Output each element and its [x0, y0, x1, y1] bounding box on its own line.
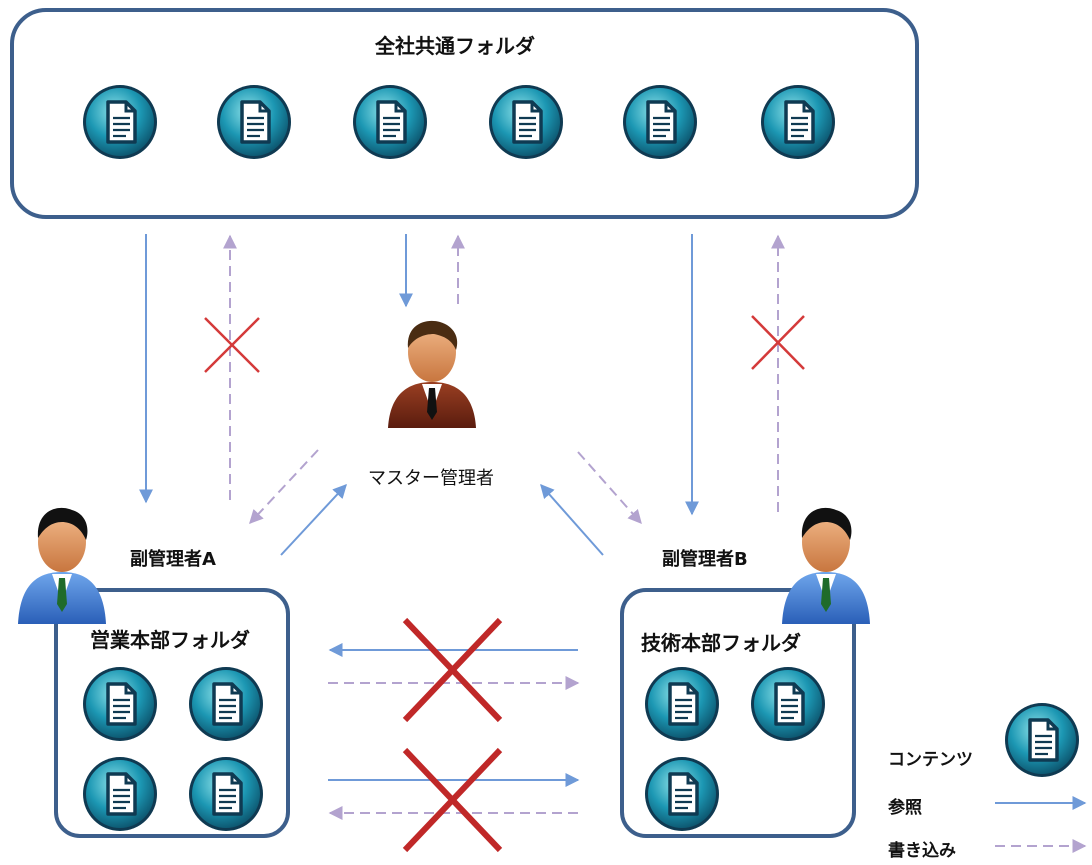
person-icon: [782, 507, 870, 624]
person-icon: [388, 320, 476, 428]
document-icon: [486, 82, 566, 162]
write-arrow-master-to-subB: [577, 451, 642, 525]
legend-reference-label: 参照: [888, 798, 922, 818]
document-icon: [186, 664, 266, 744]
document-icon: [620, 82, 700, 162]
cross-mark-left: [204, 317, 260, 373]
document-icon: [642, 754, 722, 834]
write-arrow-master-to-subA: [249, 449, 319, 525]
cross-mark-right: [751, 315, 805, 370]
document-icon: [350, 82, 430, 162]
cross-mark-lower-big: [402, 747, 503, 853]
tech-folder-title: 技術本部フォルダ: [641, 631, 801, 655]
master-admin-label: マスター管理者: [368, 468, 494, 489]
document-icon: [80, 754, 160, 834]
sales-folder-title: 営業本部フォルダ: [90, 628, 250, 652]
sub-admin-a-label: 副管理者A: [130, 549, 216, 570]
document-icon: [642, 664, 722, 744]
document-icon: [80, 82, 160, 162]
document-icon: [1002, 700, 1082, 780]
ref-arrow-subB-to-master: [540, 483, 604, 556]
document-icon: [214, 82, 294, 162]
shared-folder-title: 全社共通フォルダ: [375, 34, 535, 58]
document-icon: [748, 664, 828, 744]
document-icon: [80, 664, 160, 744]
legend-write-label: 書き込み: [888, 841, 956, 861]
legend-content-label: コンテンツ: [888, 750, 973, 770]
document-icon: [186, 754, 266, 834]
ref-arrow-subA-to-master: [280, 483, 347, 556]
cross-mark-upper-big: [402, 617, 503, 723]
sub-admin-b-label: 副管理者B: [662, 549, 748, 570]
document-icon: [758, 82, 838, 162]
person-icon: [18, 507, 106, 624]
